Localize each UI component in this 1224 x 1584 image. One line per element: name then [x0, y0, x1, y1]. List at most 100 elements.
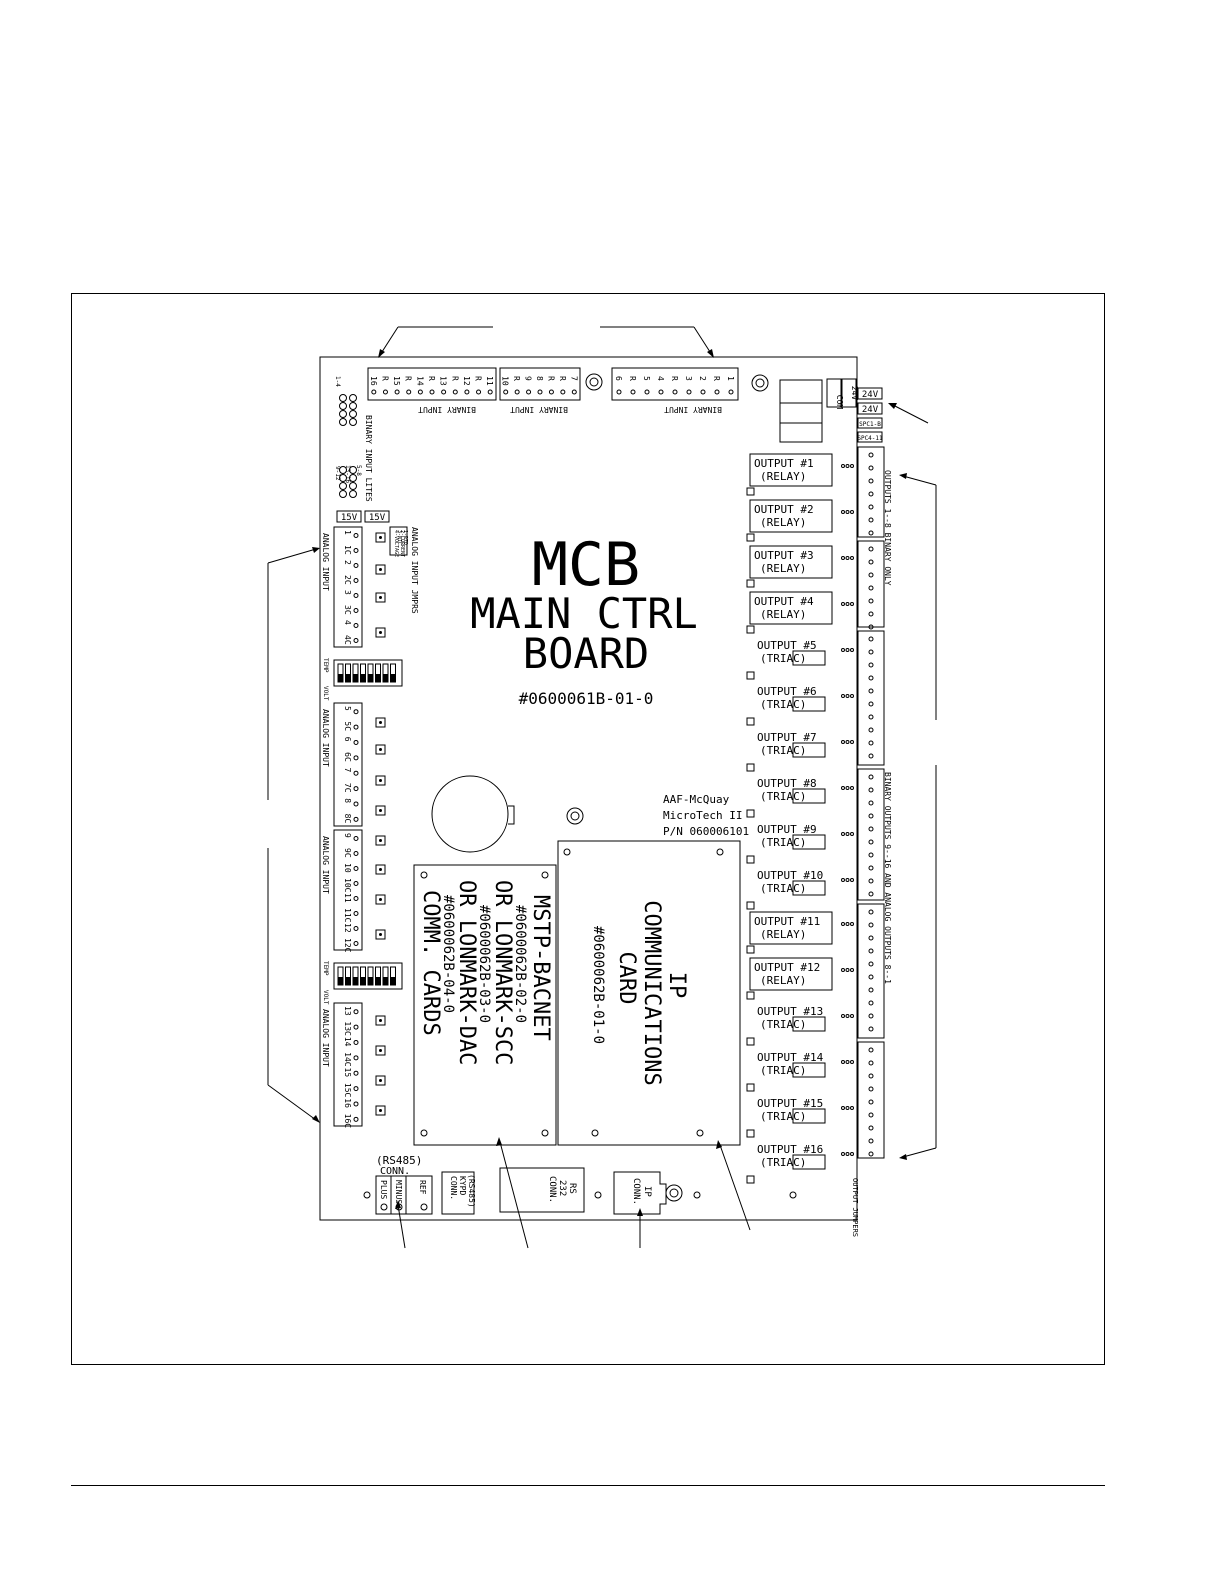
analog-input-label: ANALOG INPUT — [321, 709, 330, 767]
binary-input-pin: 5 — [642, 376, 651, 381]
spec-label-a: SPC1-B — [859, 421, 881, 428]
24v-label-b: 24V — [862, 405, 879, 415]
terminal-screw — [548, 389, 554, 395]
output-type: (RELAY) — [760, 974, 806, 987]
ip-comm-card: IP COMMUNICATIONS CARD #0600062B-01-0 — [557, 840, 741, 1146]
jumper-pin — [841, 464, 845, 468]
ip-connector: IP CONN. — [594, 1171, 797, 1215]
output-name: OUTPUT #13 — [757, 1005, 823, 1018]
jumper-pin — [379, 868, 382, 871]
terminal-screw — [503, 389, 509, 395]
analog-input-pin: 10 — [343, 863, 352, 873]
terminal-screw — [868, 624, 874, 630]
jumper-block — [375, 744, 386, 755]
analog-input-jumpers: ANALOG INPUT JMPRS 1-RTD2-CURRENT3-NTC4-… — [389, 526, 419, 614]
lite-row-label: 5-8 — [355, 465, 362, 476]
output-2: OUTPUT #2(RELAY) — [746, 499, 854, 542]
binary-input-pin: 12 — [462, 376, 471, 386]
binary-input-pin: R — [628, 376, 637, 381]
terminal-screw — [353, 724, 359, 730]
mstp-comm-card: MSTP-BACNET #0600062B-02-0 OR LONMARK-SC… — [413, 864, 557, 1146]
terminal-screw — [868, 865, 874, 871]
output-led — [746, 533, 755, 542]
analog-input-pin: 4C — [343, 635, 352, 645]
terminal-screw — [700, 389, 706, 395]
power-block: COM 24V 24V 24V SPC1-B SPC4-11 — [779, 378, 883, 443]
output-1: OUTPUT #1(RELAY) — [746, 453, 854, 496]
jumper-pin — [850, 648, 854, 652]
mstp-line-6: #0600062B-04-0 — [440, 895, 456, 1013]
dip-temp-label-1: TEMP — [322, 658, 329, 673]
indicator-led — [339, 402, 347, 410]
jumper-pin — [845, 602, 850, 606]
output-type: (TRIAC) — [760, 698, 806, 711]
plus-label: PLUS — [379, 1180, 388, 1199]
indicator-led — [339, 410, 347, 418]
jumper-pin — [850, 922, 854, 926]
jumper-pin — [841, 602, 845, 606]
jumper-pin — [850, 740, 854, 744]
jumper-legend-item: 3-NTC — [396, 530, 402, 545]
indicator-led — [349, 418, 357, 426]
jumper-pin — [845, 694, 850, 698]
terminal-screw — [868, 1047, 874, 1053]
jumper-block — [375, 894, 386, 905]
arrowhead — [378, 349, 385, 358]
jumper-pin — [379, 721, 382, 724]
analog-input-pin: 15C — [343, 1083, 352, 1098]
output-name: OUTPUT #12 — [754, 961, 820, 974]
terminal-screw — [868, 530, 874, 536]
terminal-screw — [868, 826, 874, 832]
output-name: OUTPUT #8 — [757, 777, 817, 790]
output-led — [746, 809, 755, 818]
jumper-block — [375, 929, 386, 940]
terminal-screw — [353, 638, 359, 643]
terminal-screw — [353, 1024, 359, 1030]
terminal-screw — [417, 389, 423, 395]
output-name: OUTPUT #15 — [757, 1097, 823, 1110]
ip-conn-label-2: CONN. — [631, 1178, 641, 1205]
jumper-pin — [845, 1152, 850, 1156]
binary-input-lites-label: BINARY INPUT LITES — [364, 415, 373, 502]
jumper-pin — [379, 933, 382, 936]
jumper-pin — [841, 510, 845, 514]
output-name: OUTPUT #7 — [757, 731, 817, 744]
dip-toggle-knob — [368, 674, 373, 682]
jumper-legend-item: 4-VOLTAGE — [393, 530, 399, 557]
output-led — [746, 579, 755, 588]
output-6: OUTPUT #6(TRIAC) — [746, 685, 854, 726]
jumper-block — [375, 532, 386, 543]
dip-toggle-knob — [383, 977, 388, 985]
jumper-pin — [379, 1109, 382, 1112]
terminal-screw — [868, 961, 874, 967]
dip-toggle-knob — [375, 977, 381, 985]
board-subtitle-2: BOARD — [523, 629, 649, 678]
analog-input-label: ANALOG INPUT — [321, 1009, 330, 1067]
output-terminal-strip-4 — [857, 768, 885, 901]
jumper-block — [375, 592, 386, 603]
terminal-screw — [868, 1138, 874, 1144]
output-led — [746, 1083, 755, 1092]
binary-input-pin: R — [546, 376, 555, 381]
indicator-led — [339, 418, 347, 426]
terminal-screw — [868, 909, 874, 915]
analog-input-pin: 5 — [343, 706, 352, 711]
output-name: OUTPUT #9 — [757, 823, 817, 836]
15v-label-a: 15V — [341, 513, 358, 523]
output-type: (TRIAC) — [760, 882, 806, 895]
terminal-screw — [868, 1151, 874, 1157]
terminal-screw — [353, 533, 359, 538]
dip-toggle-knob — [345, 977, 351, 985]
terminal-screw — [868, 585, 874, 591]
jumper-pin — [841, 922, 845, 926]
jumper-pin — [850, 1106, 854, 1110]
output-name: OUTPUT #16 — [757, 1143, 823, 1156]
jumper-pin — [841, 740, 845, 744]
analog-input-pin: 2 — [343, 560, 352, 565]
analog-input-pin: 13 — [343, 1006, 352, 1016]
lite-row-label: 13-16 — [344, 465, 351, 483]
